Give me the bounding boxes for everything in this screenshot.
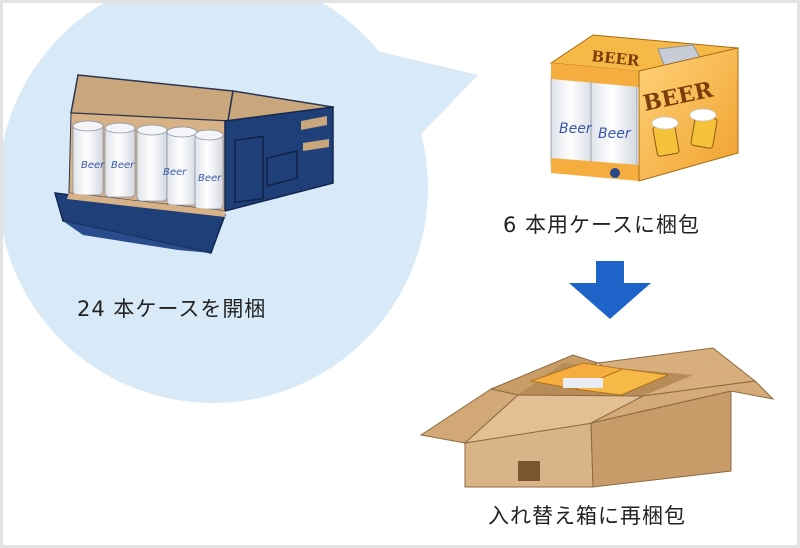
can bbox=[136, 124, 168, 202]
can-label: Beer bbox=[111, 160, 135, 171]
can bbox=[72, 120, 104, 196]
open-24-can-case: Beer Beer Beer Beer bbox=[53, 74, 335, 254]
pack-top-brand: BEER bbox=[591, 47, 641, 70]
can bbox=[194, 129, 224, 210]
step-open-case-caption: 24 本ケースを開梱 bbox=[77, 297, 267, 321]
can-label: Beer bbox=[81, 160, 105, 171]
can-label: Beer bbox=[163, 167, 187, 178]
can-label: Beer bbox=[598, 126, 632, 142]
can-label: Beer bbox=[559, 121, 593, 137]
six-pack: BEER Beer Beer BEER bbox=[549, 34, 740, 182]
beer-mugs-illustration bbox=[651, 108, 718, 157]
step-pack-six-caption: 6 本用ケースに梱包 bbox=[503, 213, 700, 237]
replacement-box bbox=[419, 347, 775, 488]
diagram-illustration: Beer Beer Beer Beer BEER Beer Beer bbox=[3, 3, 775, 488]
step-repack-caption: 入れ替え箱に再梱包 bbox=[488, 504, 686, 528]
can bbox=[104, 122, 136, 198]
can bbox=[166, 126, 198, 206]
down-arrow-icon bbox=[569, 261, 651, 319]
can-label: Beer bbox=[198, 173, 222, 184]
cans-row: Beer Beer Beer Beer bbox=[72, 120, 224, 210]
